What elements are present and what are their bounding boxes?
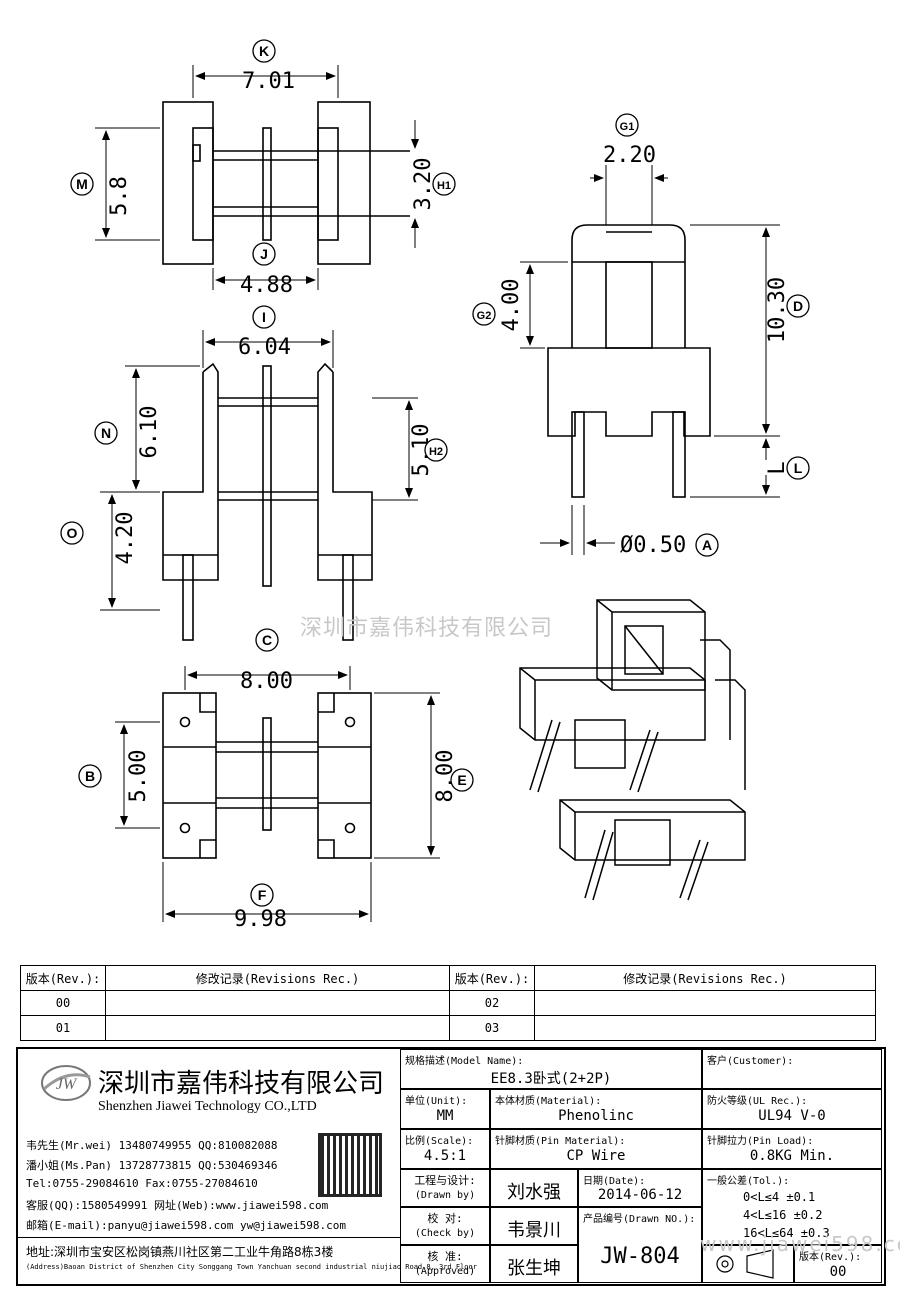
rev-cell: 版本(Rev.):00 xyxy=(794,1245,882,1283)
label-e: E xyxy=(450,768,474,792)
address-cn: 地址:深圳市宝安区松岗镇燕川社区第二工业牛角路8栋3楼 xyxy=(26,1245,334,1259)
svg-text:B: B xyxy=(85,768,95,784)
contact-4: 邮箱(E-mail):panyu@jiawei598.com yw@jiawei… xyxy=(26,1219,347,1232)
front-view xyxy=(162,362,373,641)
label-o: O xyxy=(60,521,84,545)
approved-by-value: 张生坤 xyxy=(490,1245,578,1283)
address-en: (Address)Baoan District of Shenzhen City… xyxy=(26,1263,477,1271)
svg-text:A: A xyxy=(702,537,712,553)
dim-n: 6.10 xyxy=(137,406,162,459)
dim-g1: 2.20 xyxy=(603,143,656,168)
dim-l: L xyxy=(765,461,790,474)
svg-text:N: N xyxy=(101,425,111,441)
label-i: I xyxy=(252,305,276,329)
label-g1: G1 xyxy=(615,113,639,137)
contact-3: 客服(QQ):1580549991 网址(Web):www.jiawei598.… xyxy=(26,1199,329,1212)
svg-text:H2: H2 xyxy=(429,446,443,458)
svg-text:G1: G1 xyxy=(620,121,635,133)
dim-i: 6.04 xyxy=(238,335,291,360)
contact-1: 潘小姐(Ms.Pan) 13728773815 QQ:530469346 xyxy=(26,1159,278,1172)
svg-text:K: K xyxy=(259,43,269,59)
svg-text:H1: H1 xyxy=(437,180,451,192)
svg-text:D: D xyxy=(793,298,803,314)
svg-text:L: L xyxy=(794,460,803,476)
rev-header: 版本(Rev.): xyxy=(20,965,106,991)
dim-b: 5.00 xyxy=(126,750,151,803)
pin-load-cell: 针脚拉力(Pin Load):0.8KG Min. xyxy=(702,1129,882,1169)
dim-o: 4.20 xyxy=(113,512,138,565)
check-by-label: 校 对:(Check by) xyxy=(400,1207,490,1245)
label-h2: H2 xyxy=(424,438,448,462)
label-f: F xyxy=(250,883,274,907)
dim-c: 8.00 xyxy=(240,669,293,694)
side-view xyxy=(547,224,711,498)
dim-m: 5.8 xyxy=(107,176,132,216)
contact-2: Tel:0755-29084610 Fax:0755-27084610 xyxy=(26,1177,258,1190)
svg-text:J: J xyxy=(260,246,268,262)
drawn-no-cell: 产品编号(Drawn NO.):JW-804 xyxy=(578,1207,702,1283)
table-row: 00 02 xyxy=(20,990,876,1016)
label-g2: G2 xyxy=(472,302,496,326)
watermark-url: www.jiawei598.com xyxy=(700,1232,900,1256)
svg-text:G2: G2 xyxy=(477,310,492,322)
label-j: J xyxy=(252,242,276,266)
label-n: N xyxy=(94,421,118,445)
svg-text:M: M xyxy=(76,176,88,192)
technical-drawing: 7.01 5.8 3.20 4.88 6.04 6.10 5.10 4.20 2… xyxy=(60,39,810,932)
company-logo: JW xyxy=(40,1063,92,1103)
top-view xyxy=(162,101,410,265)
label-l: L xyxy=(786,456,810,480)
rec-header-2: 修改记录(Revisions Rec.) xyxy=(534,965,876,991)
company-name-en: Shenzhen Jiawei Technology CO.,LTD xyxy=(98,1099,317,1114)
projection-symbol-icon xyxy=(702,1245,794,1283)
label-a: A xyxy=(695,533,719,557)
label-b: B xyxy=(78,764,102,788)
svg-text:F: F xyxy=(258,887,267,903)
approved-by-label: 核 准:(Approved) xyxy=(400,1245,490,1283)
title-block: JW 深圳市嘉伟科技有限公司 Shenzhen Jiawei Technolog… xyxy=(16,1047,886,1286)
check-by-value: 韦景川 xyxy=(490,1207,578,1245)
date-cell: 日期(Date):2014-06-12 xyxy=(578,1169,702,1207)
revisions-table: 版本(Rev.): 修改记录(Revisions Rec.) 版本(Rev.):… xyxy=(20,965,876,1041)
contact-0: 韦先生(Mr.wei) 13480749955 QQ:810082088 xyxy=(26,1139,278,1152)
isometric-view xyxy=(519,599,746,901)
dim-d: 10.30 xyxy=(765,277,790,343)
table-row: 01 03 xyxy=(20,1015,876,1041)
pin-material-cell: 针脚材质(Pin Material):CP Wire xyxy=(490,1129,702,1169)
tolerance-cell: 一般公差(Tol.): 0<L≤4 ±0.1 4<L≤16 ±0.2 16<L≤… xyxy=(702,1169,882,1245)
rec-header: 修改记录(Revisions Rec.) xyxy=(105,965,450,991)
dim-f: 9.98 xyxy=(234,907,287,932)
label-k: K xyxy=(252,39,276,63)
label-m: M xyxy=(70,172,94,196)
watermark: 深圳市嘉伟科技有限公司 xyxy=(300,616,554,641)
ul-cell: 防火等级(UL Rec.):UL94 V-0 xyxy=(702,1089,882,1129)
dim-j: 4.88 xyxy=(240,273,293,298)
label-c: C xyxy=(255,628,279,652)
model-cell: 规格描述(Model Name):EE8.3卧式(2+2P) xyxy=(400,1049,702,1089)
material-cell: 本体材质(Material):Phenolinc xyxy=(490,1089,702,1129)
label-d: D xyxy=(786,294,810,318)
unit-cell: 单位(Unit):MM xyxy=(400,1089,490,1129)
svg-text:E: E xyxy=(457,772,466,788)
scale-cell: 比例(Scale):4.5:1 xyxy=(400,1129,490,1169)
svg-text:I: I xyxy=(262,309,266,325)
drawn-by-label: 工程与设计:(Drawn by) xyxy=(400,1169,490,1207)
rev-header-2: 版本(Rev.): xyxy=(449,965,535,991)
bottom-view xyxy=(162,692,372,859)
dim-h1: 3.20 xyxy=(411,158,436,211)
dim-g2: 4.00 xyxy=(499,279,524,332)
qr-code-icon xyxy=(318,1133,382,1197)
svg-text:C: C xyxy=(262,632,272,648)
customer-cell: 客户(Customer): xyxy=(702,1049,882,1089)
dim-k: 7.01 xyxy=(242,69,295,94)
company-name-cn: 深圳市嘉伟科技有限公司 xyxy=(98,1069,385,1099)
svg-text:O: O xyxy=(67,525,78,541)
svg-text:JW: JW xyxy=(56,1076,78,1093)
dim-a: Ø0.50 xyxy=(620,533,686,558)
label-h1: H1 xyxy=(432,172,456,196)
drawn-by-value: 刘水强 xyxy=(490,1169,578,1207)
